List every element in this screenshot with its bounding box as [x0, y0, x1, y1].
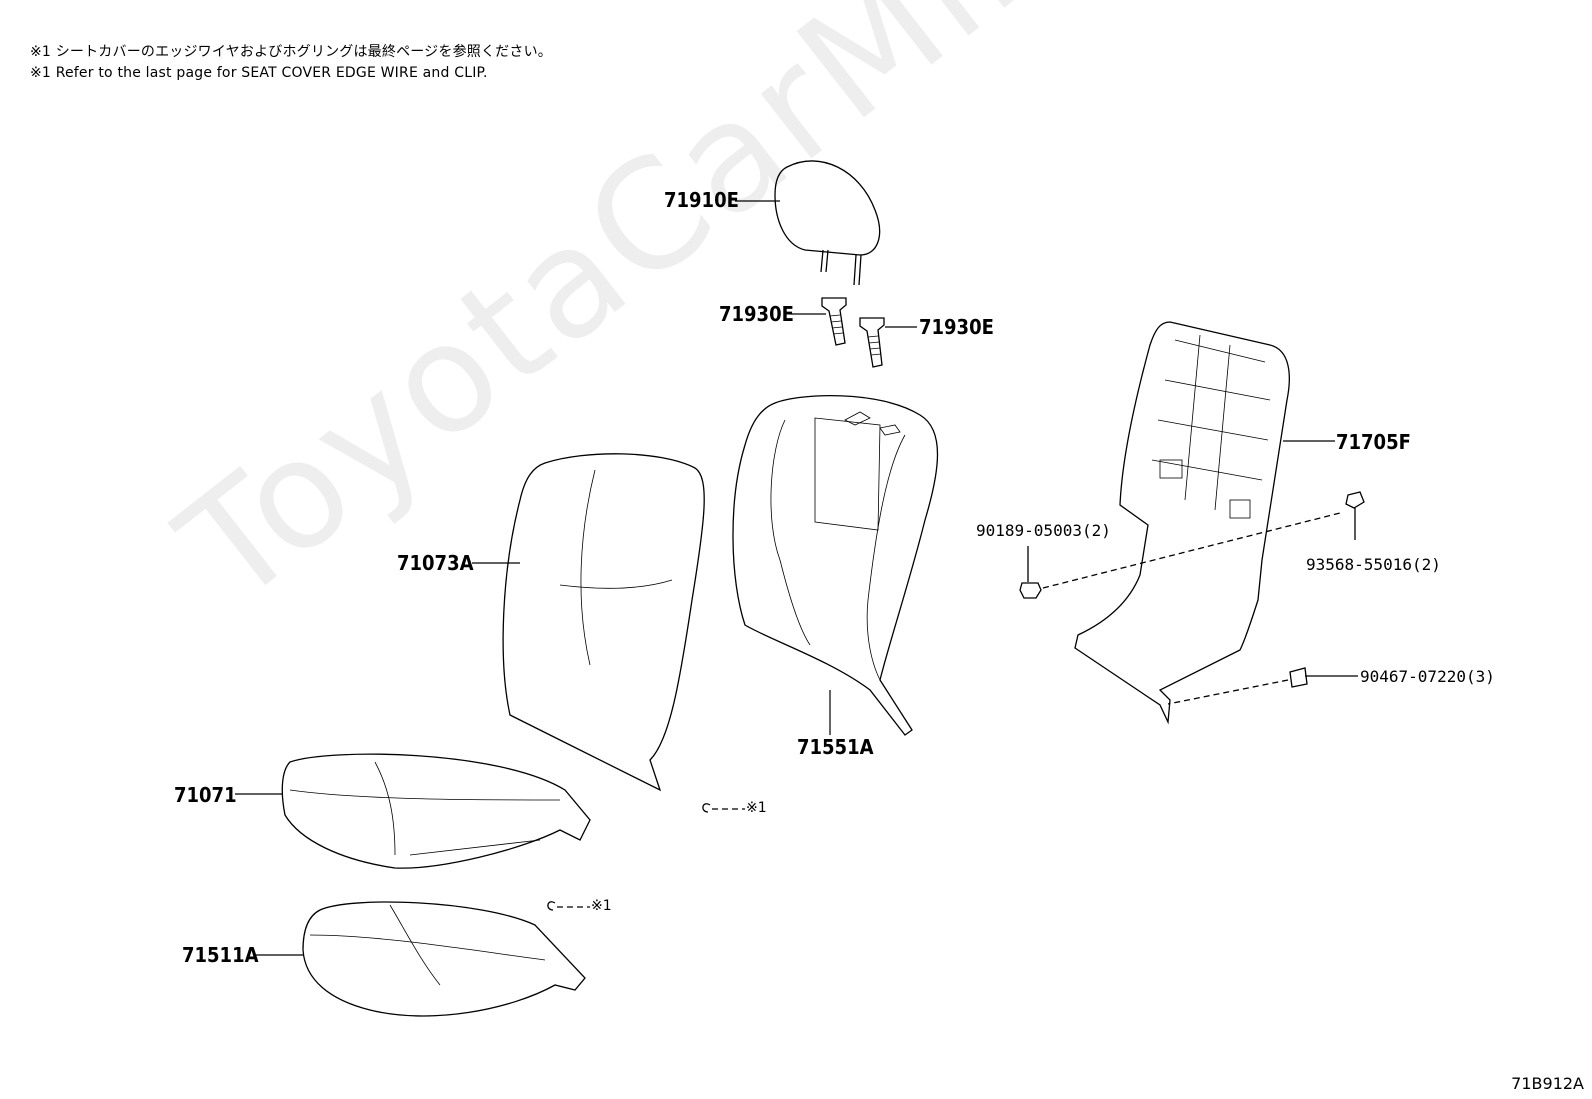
- clip-c-part[interactable]: [1289, 667, 1358, 688]
- cushion-pad-part[interactable]: [302, 901, 586, 1017]
- back-frame-part[interactable]: [1074, 321, 1290, 725]
- label-support-left[interactable]: 71930E: [719, 302, 794, 326]
- dash-screw-a: [1042, 512, 1341, 589]
- ref-clip-1: [702, 803, 745, 813]
- back-cover-part[interactable]: [502, 453, 705, 792]
- label-screw-a[interactable]: 90189-05003(2): [976, 521, 1111, 540]
- dash-clip-c: [1167, 679, 1289, 705]
- label-clip-c[interactable]: 90467-07220(3): [1360, 667, 1495, 686]
- label-cushion-pad[interactable]: 71511A: [182, 943, 259, 967]
- label-cushion-cover[interactable]: 71071: [174, 783, 237, 807]
- note-english: ※1 Refer to the last page for SEAT COVER…: [30, 65, 488, 81]
- support-left-part[interactable]: [821, 297, 847, 346]
- cushion-cover-part[interactable]: [281, 753, 591, 869]
- label-bolt-b[interactable]: 93568-55016(2): [1306, 555, 1441, 574]
- diagram-code: 71B912A: [1511, 1074, 1584, 1093]
- note-japanese: ※1 シートカバーのエッジワイヤおよびホグリングは最終ページを参照ください。: [30, 44, 552, 60]
- screw-a-part[interactable]: [1019, 546, 1042, 599]
- label-headrest[interactable]: 71910E: [664, 188, 739, 212]
- ref-clip-2: [547, 901, 590, 911]
- bolt-b-part[interactable]: [1345, 491, 1365, 540]
- ref-mark-1: ※1: [746, 800, 767, 816]
- label-back-frame[interactable]: 71705F: [1336, 430, 1411, 454]
- back-pad-part[interactable]: [732, 395, 939, 736]
- ref-mark-2: ※1: [591, 898, 612, 914]
- label-back-cover[interactable]: 71073A: [397, 551, 474, 575]
- support-right-part[interactable]: [859, 317, 885, 368]
- headrest-part[interactable]: [774, 160, 881, 286]
- label-support-right[interactable]: 71930E: [919, 315, 994, 339]
- label-back-pad[interactable]: 71551A: [797, 735, 874, 759]
